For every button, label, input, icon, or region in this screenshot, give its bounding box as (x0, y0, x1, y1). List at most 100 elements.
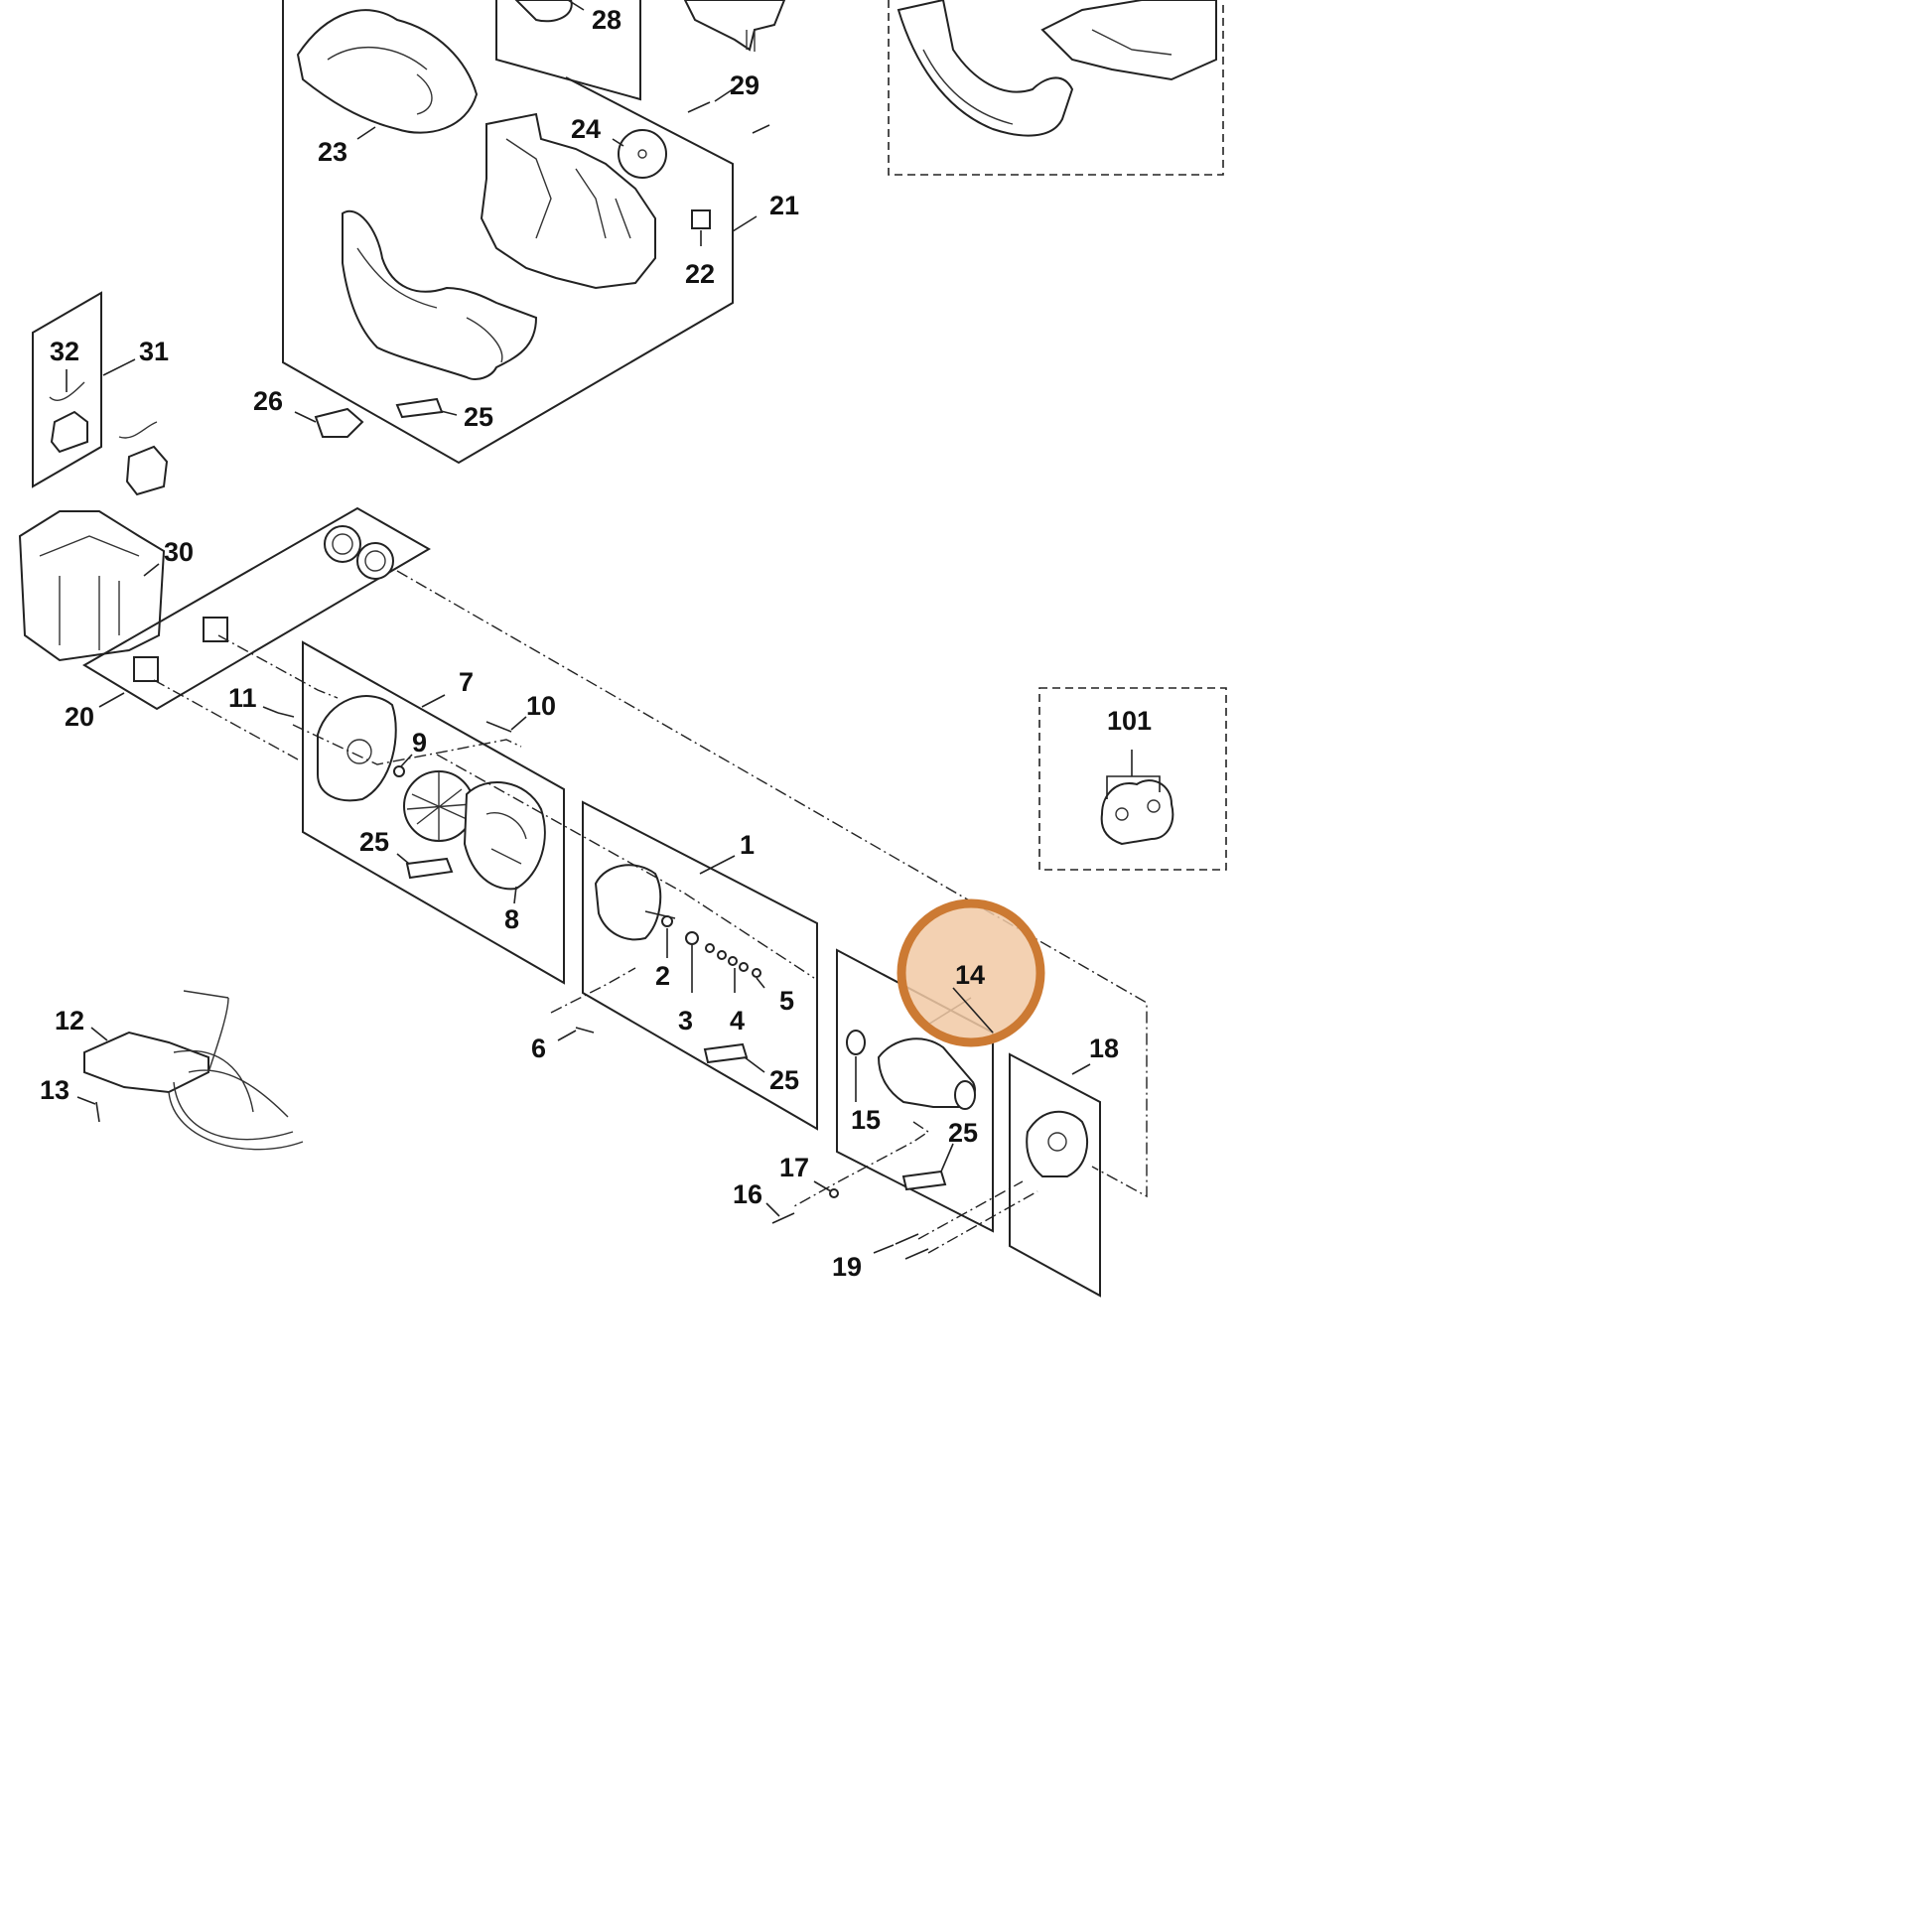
part-label-14[interactable]: 14 (955, 960, 985, 990)
alternate-housing-group (888, 0, 1224, 176)
leader-10 (510, 716, 527, 731)
part-label-20[interactable]: 20 (65, 702, 94, 732)
part-label-12[interactable]: 12 (55, 1006, 84, 1035)
leader-12 (90, 1027, 108, 1041)
leader-31 (102, 358, 136, 376)
leader-20 (98, 692, 125, 708)
leader-29 (714, 88, 734, 102)
part-label-10[interactable]: 10 (526, 691, 556, 721)
leader-16 (765, 1202, 780, 1217)
leader-28 (567, 0, 585, 11)
assembly-line-blocks-lower (153, 679, 299, 760)
assembly-line-gear (793, 1121, 930, 1207)
housing-half-23-drawing (296, 9, 479, 134)
part-label-24[interactable]: 24 (571, 114, 601, 144)
screw-16-drawing (771, 1212, 795, 1224)
part-label-15[interactable]: 15 (851, 1105, 881, 1135)
part-label-25b[interactable]: 25 (359, 827, 389, 857)
part-label-23[interactable]: 23 (318, 137, 347, 167)
housing-lower-shell-detail (356, 247, 503, 363)
bearing-group-20 (82, 506, 431, 711)
leader-25c (744, 1056, 765, 1073)
ring-3-drawing (685, 931, 699, 945)
housing-lower-shell-drawing (342, 209, 538, 380)
circlip-15-drawing (846, 1030, 866, 1055)
housing-half-23-detail (327, 47, 433, 115)
part-label-6[interactable]: 6 (531, 1034, 546, 1063)
leader-13 (76, 1096, 96, 1105)
part-label-13[interactable]: 13 (40, 1075, 69, 1105)
battery-housing-30-detail (39, 535, 140, 650)
part-label-19[interactable]: 19 (832, 1252, 862, 1282)
part-label-29[interactable]: 29 (730, 70, 759, 100)
part-label-1[interactable]: 1 (740, 830, 755, 860)
part-label-4[interactable]: 4 (730, 1006, 745, 1035)
fan-group-7 (277, 640, 565, 985)
part-label-5[interactable]: 5 (779, 986, 794, 1016)
screw-19a-drawing (895, 1233, 919, 1245)
switch-32-wire (49, 381, 85, 401)
part-label-11[interactable]: 11 (228, 683, 257, 713)
part-label-16[interactable]: 16 (733, 1179, 762, 1209)
part-label-7[interactable]: 7 (459, 667, 474, 697)
assembly-line-bracket (917, 1180, 1024, 1240)
leader-25d (940, 1143, 954, 1173)
frame-28 (495, 0, 641, 101)
washer-4d-drawing (739, 962, 749, 972)
assembly-line-motor (436, 754, 815, 979)
washer-4a-drawing (705, 943, 715, 953)
switch-31-wire (118, 421, 158, 439)
part-label-26[interactable]: 26 (253, 386, 283, 416)
handle-bracket-tabs (746, 30, 756, 52)
selected-part-highlight[interactable] (897, 898, 1045, 1047)
assembly-line-blocks (217, 634, 339, 699)
part-label-32[interactable]: 32 (50, 337, 79, 366)
motor-1-drawing (594, 864, 662, 941)
part-label-21[interactable]: 21 (769, 191, 799, 220)
part-label-22[interactable]: 22 (685, 259, 715, 289)
strip-25a-drawing (395, 397, 444, 419)
part-label-28[interactable]: 28 (592, 5, 621, 35)
leader-26 (294, 411, 317, 423)
assembly-lines (153, 570, 1148, 1254)
part-label-9[interactable]: 9 (412, 728, 427, 758)
part-label-2[interactable]: 2 (655, 961, 670, 991)
part-label-17[interactable]: 17 (779, 1153, 809, 1182)
alternate-housing-detail (922, 29, 1173, 125)
part-label-25d[interactable]: 25 (948, 1118, 978, 1148)
pin-10-drawing (485, 721, 512, 733)
gear-housing-14-spout (954, 1080, 976, 1110)
frame-20 (82, 506, 431, 711)
clamp-101-hole-b (1147, 799, 1161, 813)
screw-29a-drawing (687, 101, 711, 113)
strip-25d-drawing (901, 1170, 947, 1191)
screw-13-drawing (95, 1101, 100, 1123)
ring-2-drawing (661, 915, 673, 927)
part-label-25a[interactable]: 25 (464, 402, 493, 432)
part-label-3[interactable]: 3 (678, 1006, 693, 1035)
bearing-20b-inner (364, 550, 386, 572)
screw-11-drawing (277, 712, 295, 718)
frame-alternate-housing (888, 0, 1224, 176)
alternate-handle-drawing (1040, 0, 1217, 81)
part-label-8[interactable]: 8 (504, 904, 519, 934)
bracket-18-drawing (1026, 1110, 1088, 1177)
washer-4c-drawing (728, 956, 738, 966)
clamp-101-drawing (1100, 779, 1174, 846)
switch-31-drawing (125, 445, 169, 496)
part-label-101[interactable]: 101 (1107, 706, 1152, 736)
housing-upper-shell-drawing (480, 112, 656, 290)
part-label-18[interactable]: 18 (1089, 1034, 1119, 1063)
frame-31 (32, 291, 102, 488)
washer-4b-drawing (717, 950, 727, 960)
top-small-part-drawing (514, 0, 573, 23)
leader-6 (557, 1030, 577, 1041)
part-label-25c[interactable]: 25 (769, 1065, 799, 1095)
washer-9-drawing (393, 765, 405, 777)
part-label-31[interactable]: 31 (139, 337, 169, 366)
leader-8 (513, 886, 517, 904)
part-label-30[interactable]: 30 (164, 537, 194, 567)
frame-7 (302, 640, 565, 985)
electronics-12-wires (168, 990, 304, 1151)
